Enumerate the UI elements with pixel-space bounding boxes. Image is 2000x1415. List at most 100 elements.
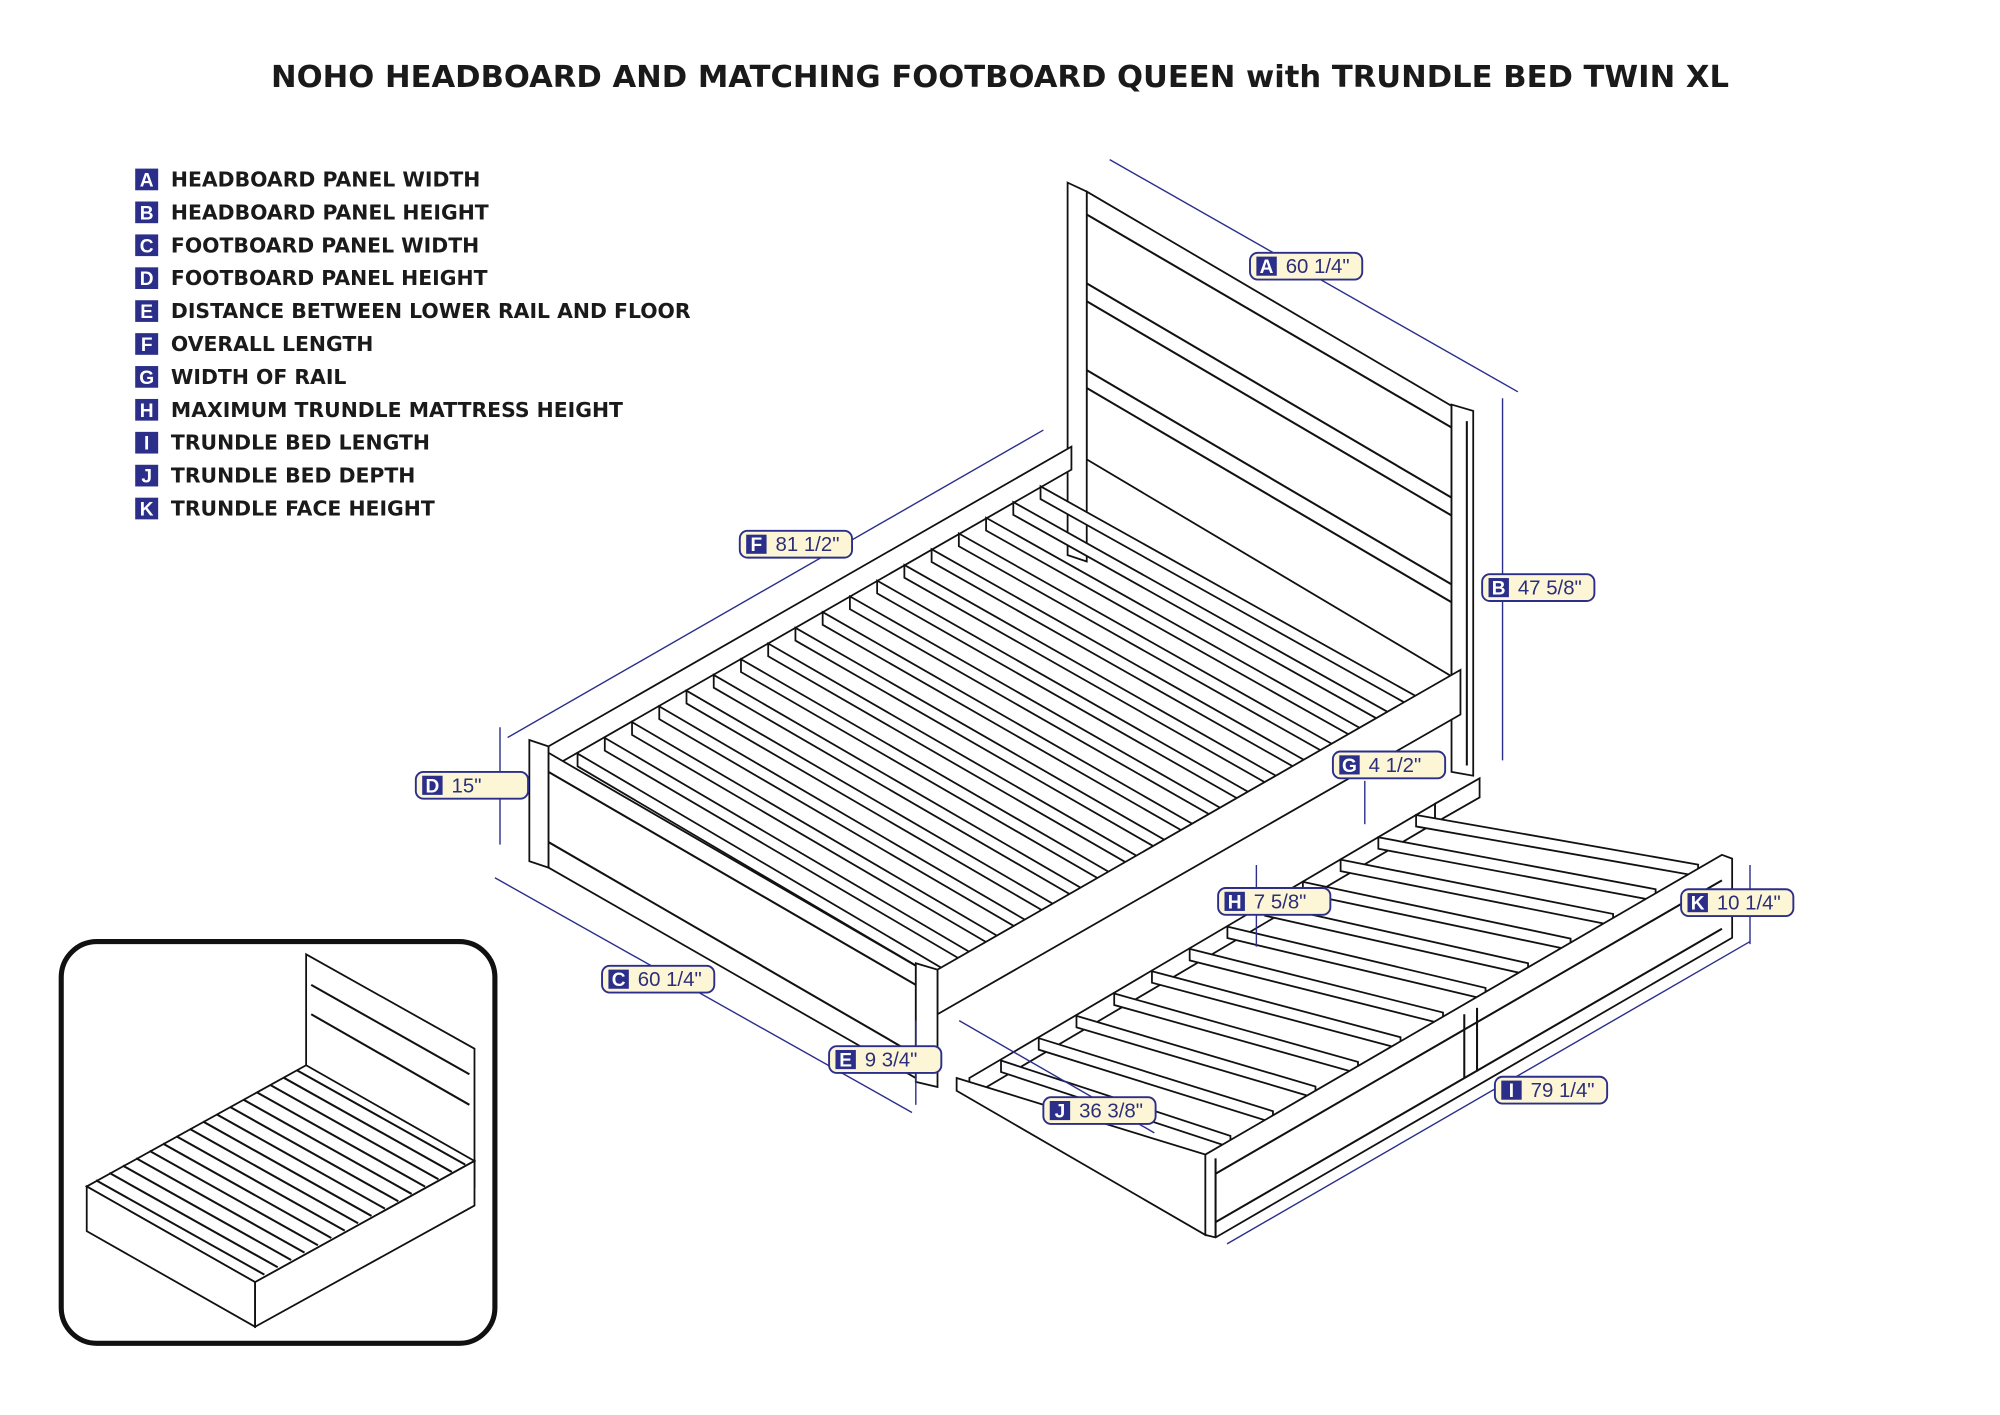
inset-slat	[296, 1069, 466, 1166]
legend-item: I TRUNDLE BED LENGTH	[135, 431, 430, 455]
legend-letter: B	[140, 203, 154, 224]
inset-slat	[269, 1084, 439, 1181]
dimension-value: 36 3/8"	[1079, 1101, 1143, 1123]
dimension-label-j: J 36 3/8"	[1042, 1096, 1157, 1125]
legend-text: TRUNDLE BED DEPTH	[171, 464, 415, 488]
legend-text: FOOTBOARD PANEL HEIGHT	[171, 266, 488, 290]
legend-text: HEADBOARD PANEL WIDTH	[171, 167, 480, 191]
legend-letter: K	[140, 500, 154, 521]
trundle-slat	[1377, 836, 1657, 902]
legend-letter: I	[144, 434, 149, 455]
legend-item: K TRUNDLE FACE HEIGHT	[135, 497, 435, 521]
dimension-letter: J	[1055, 1102, 1066, 1123]
trundle-slat	[1188, 947, 1444, 1026]
legend-text: WIDTH OF RAIL	[171, 365, 347, 389]
dimension-letter: B	[1492, 579, 1506, 600]
page-title: NOHO HEADBOARD AND MATCHING FOOTBOARD QU…	[271, 60, 1729, 95]
legend-letter: J	[141, 467, 152, 488]
dimension-label-d: D 15"	[414, 770, 530, 800]
dimension-letter: D	[425, 776, 439, 797]
legend-letter: C	[140, 236, 154, 257]
dimension-letter: K	[1691, 894, 1705, 915]
queen-bed-drawing	[528, 181, 1475, 1089]
dimension-label-c: C 60 1/4"	[601, 964, 716, 994]
inset-slat	[282, 1076, 453, 1173]
legend-text: FOOTBOARD PANEL WIDTH	[171, 233, 479, 257]
dimension-value: 60 1/4"	[1286, 256, 1350, 278]
dimension-label-a: A 60 1/4"	[1249, 251, 1364, 281]
inset-slat	[256, 1091, 426, 1188]
dimension-value: 60 1/4"	[638, 969, 702, 991]
inset-slat	[162, 1142, 332, 1239]
dimension-letter: F	[751, 535, 763, 556]
dimension-letter: I	[1509, 1081, 1514, 1102]
dimension-label-i: I 79 1/4"	[1493, 1075, 1609, 1105]
legend-letter-badge	[135, 168, 159, 191]
dimension-value: 47 5/8"	[1518, 578, 1582, 600]
trundle-slat	[1226, 925, 1487, 1001]
legend-letter-badge	[135, 398, 159, 421]
legend-letter: A	[140, 170, 154, 191]
legend-item: B HEADBOARD PANEL HEIGHT	[135, 200, 489, 224]
inset-slat	[242, 1098, 413, 1195]
dimension-value: 7 5/8"	[1254, 891, 1307, 913]
legend-text: DISTANCE BETWEEN LOWER RAIL AND FLOOR	[171, 299, 691, 323]
dimension-label-b: B 47 5/8"	[1481, 573, 1596, 602]
legend-text: OVERALL LENGTH	[171, 332, 373, 356]
inset-slats	[95, 1069, 466, 1276]
legend-text: TRUNDLE BED LENGTH	[171, 431, 430, 455]
headboard	[1066, 181, 1475, 777]
dimension-letter: G	[1342, 756, 1357, 777]
dimension-label-h: H 7 5/8"	[1217, 887, 1332, 916]
legend-letter: H	[140, 401, 154, 422]
legend-item: H MAXIMUM TRUNDLE MATTRESS HEIGHT	[135, 398, 623, 422]
inset-slat	[175, 1135, 346, 1232]
inset-slat	[189, 1128, 359, 1225]
legend-letter-badge	[135, 234, 159, 257]
dimension-label-e: E 9 3/4"	[828, 1045, 943, 1074]
trundle-slat	[1415, 813, 1700, 878]
legend-item: D FOOTBOARD PANEL HEIGHT	[135, 266, 488, 290]
legend-letter-badge	[135, 201, 159, 224]
trundle-slat	[1301, 880, 1572, 952]
dimension-letter: C	[612, 970, 626, 991]
dimension-label-k: K 10 1/4"	[1680, 888, 1795, 918]
dimension-letter: E	[839, 1051, 852, 1072]
dimension-value: 81 1/2"	[776, 534, 840, 556]
dimension-value: 9 3/4"	[865, 1050, 918, 1072]
legend: A HEADBOARD PANEL WIDTH B HEADBOARD PANEL H…	[135, 167, 691, 521]
inset-slat	[229, 1106, 399, 1203]
legend-letter: D	[140, 269, 154, 290]
inset-slat	[202, 1120, 372, 1217]
legend-letter-badge	[135, 333, 159, 355]
legend-letter-badge	[135, 464, 159, 487]
legend-text: TRUNDLE FACE HEIGHT	[171, 497, 435, 521]
inset-slat	[216, 1113, 386, 1210]
legend-item: E DISTANCE BETWEEN LOWER RAIL AND FLOOR	[135, 299, 691, 323]
trundle-bed-drawing	[955, 776, 1734, 1239]
trundle-slat	[1339, 858, 1614, 927]
dimension-letter: H	[1228, 892, 1242, 913]
legend-item: C FOOTBOARD PANEL WIDTH	[135, 233, 479, 257]
inset-slat	[135, 1157, 306, 1254]
dimension-value: 10 1/4"	[1717, 893, 1781, 915]
legend-item: J TRUNDLE BED DEPTH	[135, 464, 415, 488]
dimension-letter: A	[1260, 257, 1274, 278]
legend-text: HEADBOARD PANEL HEIGHT	[171, 200, 489, 224]
legend-letter: G	[139, 368, 154, 389]
dimension-value: 79 1/4"	[1531, 1080, 1595, 1102]
legend-letter-badge	[135, 300, 159, 322]
dimension-value: 15"	[452, 775, 482, 797]
legend-item: G WIDTH OF RAIL	[135, 365, 346, 389]
legend-letter-badge	[135, 366, 159, 388]
slats	[576, 484, 1430, 990]
inset-slat	[122, 1164, 292, 1261]
legend-letter: E	[140, 302, 153, 323]
inset-slat	[95, 1179, 265, 1276]
inset-slat	[149, 1150, 319, 1247]
legend-text: MAXIMUM TRUNDLE MATTRESS HEIGHT	[171, 398, 623, 422]
inset-slat	[108, 1172, 279, 1269]
inset-preview	[58, 939, 498, 1346]
